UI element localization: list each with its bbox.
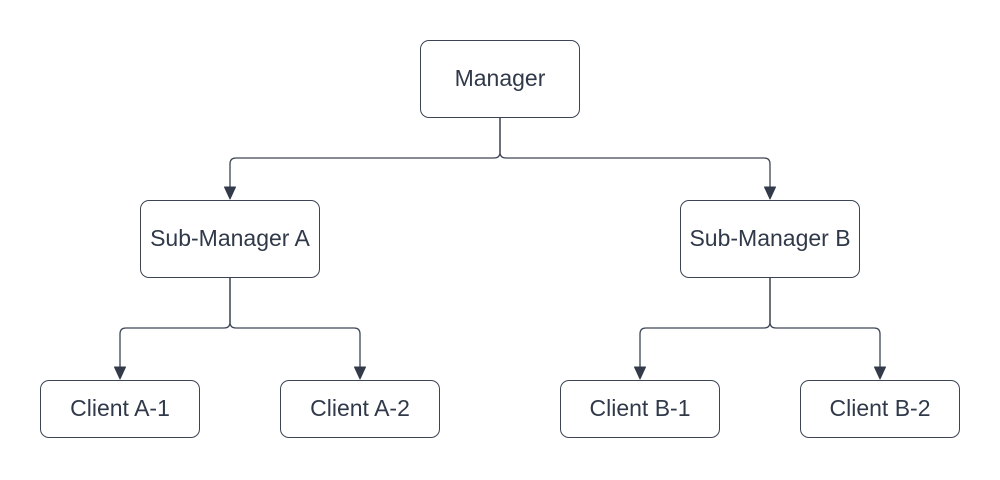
node-client-b2-label: Client B-2: [829, 395, 931, 422]
node-client-b2[interactable]: Client B-2: [800, 380, 960, 438]
edge-sub_a-client_a2[interactable]: [229, 278, 366, 380]
edge-sub_a-client_a1[interactable]: [114, 278, 231, 380]
node-client-a1[interactable]: Client A-1: [40, 380, 200, 438]
node-client-a1-label: Client A-1: [70, 395, 170, 422]
arrowhead-icon: [764, 186, 776, 200]
edge-sub_b-client_b2[interactable]: [769, 278, 886, 380]
node-sub-manager-b-label: Sub-Manager B: [689, 225, 851, 252]
node-client-a2-label: Client A-2: [310, 395, 410, 422]
edge-sub_b-client_b1[interactable]: [634, 278, 771, 380]
node-sub-manager-b[interactable]: Sub-Manager B: [680, 200, 860, 278]
arrowhead-icon: [114, 366, 126, 380]
node-client-a2[interactable]: Client A-2: [280, 380, 440, 438]
node-sub-manager-a-label: Sub-Manager A: [150, 225, 310, 252]
node-sub-manager-a[interactable]: Sub-Manager A: [140, 200, 320, 278]
arrowhead-icon: [224, 186, 236, 200]
arrowhead-icon: [874, 366, 886, 380]
arrowhead-icon: [354, 366, 366, 380]
edge-manager-sub_a[interactable]: [224, 118, 501, 200]
node-client-b1[interactable]: Client B-1: [560, 380, 720, 438]
node-manager-label: Manager: [454, 65, 546, 92]
node-manager[interactable]: Manager: [420, 40, 580, 118]
node-client-b1-label: Client B-1: [589, 395, 691, 422]
edge-manager-sub_b[interactable]: [499, 118, 776, 200]
arrowhead-icon: [634, 366, 646, 380]
